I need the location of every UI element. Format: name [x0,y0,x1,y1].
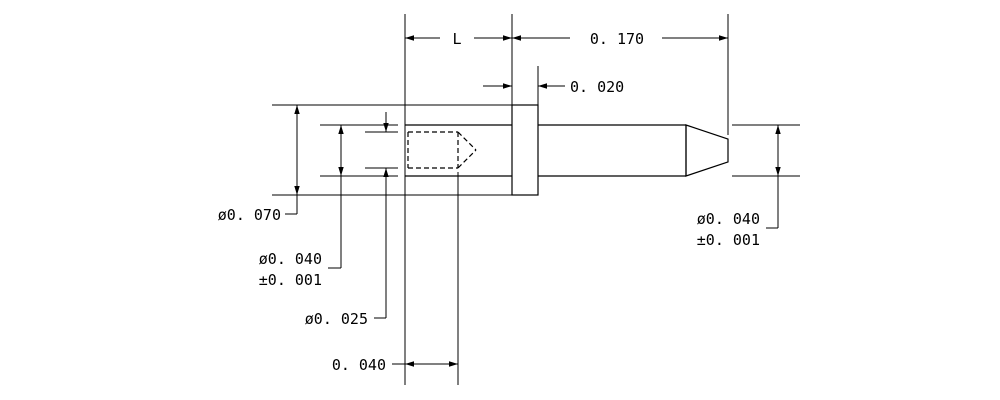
label-depth-040: 0. 040 [332,356,386,374]
dim-length-170: 0. 170 [512,30,728,48]
label-length-L: L [452,30,461,48]
label-tolerance-left: ±0. 001 [259,271,322,289]
dim-diameter-040-left: ø0. 040 ±0. 001 [259,125,344,289]
label-diameter-025: ø0. 025 [305,310,368,328]
dim-diameter-070: ø0. 070 [218,105,300,224]
dim-collar-020: 0. 020 [483,78,624,96]
label-diameter-040-right: ø0. 040 [697,210,760,228]
pin-tip [685,124,729,177]
dim-diameter-025: ø0. 025 [305,112,389,328]
label-diameter-070: ø0. 070 [218,206,281,224]
label-length-170: 0. 170 [590,30,644,48]
dim-depth-040: 0. 040 [332,356,458,374]
label-tolerance-right: ±0. 001 [697,231,760,249]
label-collar-020: 0. 020 [570,78,624,96]
part-outline [405,104,729,196]
dim-length-L: L [405,30,512,48]
label-diameter-040-left: ø0. 040 [259,250,322,268]
collar [511,104,539,196]
extension-lines [272,14,800,385]
hidden-bore [407,131,477,169]
dim-diameter-040-right: ø0. 040 ±0. 001 [697,125,781,249]
